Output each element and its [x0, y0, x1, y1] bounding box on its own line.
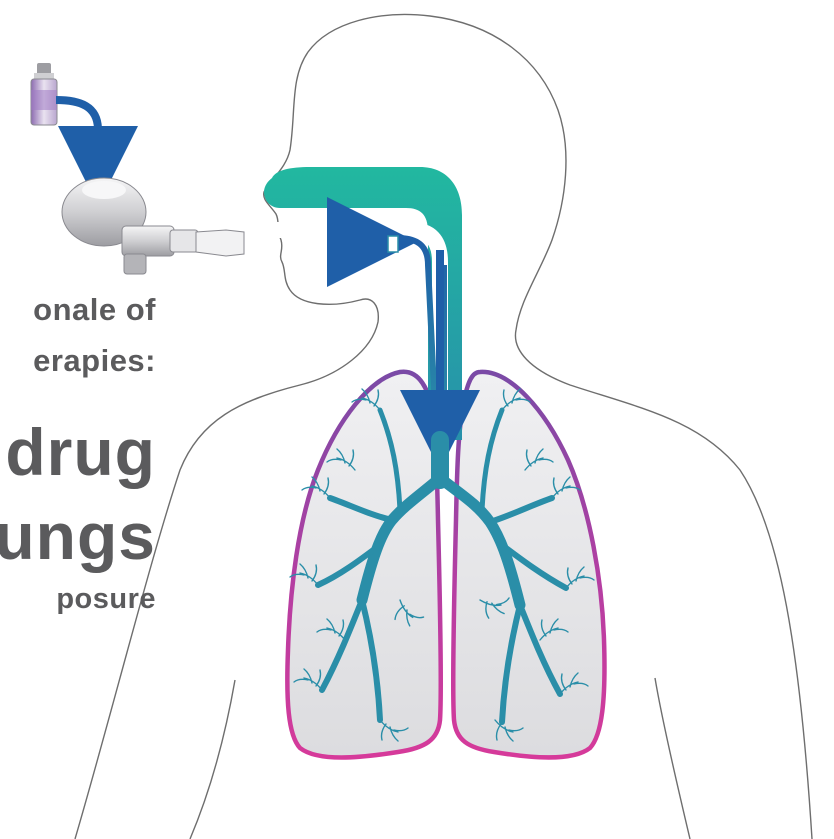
- nebulizer-icon: [62, 178, 244, 274]
- title-line-2: erapies:: [33, 343, 156, 379]
- headline-line-2: ungs: [0, 498, 156, 574]
- left-arm-outline: [190, 680, 235, 839]
- right-arm-outline: [655, 678, 690, 839]
- mouth-inlet: [388, 236, 398, 252]
- medication-vial-icon: [31, 63, 57, 125]
- title-line-1: onale of: [33, 292, 156, 328]
- headline-line-1: drug: [5, 414, 156, 490]
- left-lung: [287, 372, 441, 758]
- dose-transfer-arrow: [56, 100, 98, 166]
- subtitle-line: posure: [56, 583, 156, 616]
